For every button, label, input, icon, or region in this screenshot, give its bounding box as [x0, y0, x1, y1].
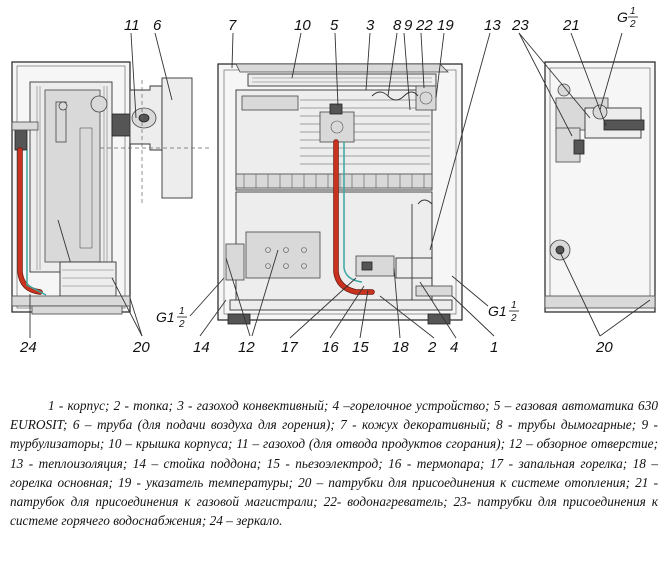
- callout-12: 12: [238, 339, 255, 356]
- thread-label-top-right: G 1 2: [617, 6, 638, 30]
- callout-22: 22: [415, 17, 433, 34]
- thread-g-top-num: 1: [630, 6, 636, 17]
- callout-18: 18: [392, 339, 409, 356]
- right-back-view: [544, 61, 656, 313]
- callout-10: 10: [294, 17, 311, 34]
- callout-numbers: 11 6 7 10 5 3 8 9 22 19 13 23 21 24 20 1…: [19, 17, 613, 356]
- thread-g-left: G1: [156, 309, 175, 325]
- thread-g-left-den: 2: [178, 319, 185, 330]
- callout-11: 11: [124, 17, 140, 34]
- thread-g-right-den: 2: [510, 313, 517, 324]
- legend-text: 1 - корпус; 2 - топка; 3 - газоход конве…: [10, 398, 658, 529]
- callout-19: 19: [437, 17, 454, 34]
- callout-4: 4: [450, 339, 458, 356]
- callout-3: 3: [366, 17, 375, 34]
- thread-g-right-num: 1: [511, 300, 517, 311]
- callout-5: 5: [330, 17, 339, 34]
- legend: 1 - корпус; 2 - топка; 3 - газоход конве…: [10, 396, 658, 530]
- callout-13: 13: [484, 17, 501, 34]
- callout-24: 24: [19, 339, 37, 356]
- callout-9: 9: [404, 17, 413, 34]
- thread-label-center-right: G1 1 2: [451, 275, 519, 324]
- callout-2: 2: [427, 339, 437, 356]
- callout-1: 1: [490, 339, 498, 356]
- callout-17: 17: [281, 339, 298, 356]
- thread-g-top: G: [617, 9, 628, 25]
- callout-7: 7: [228, 17, 237, 34]
- leader-lines: [29, 32, 651, 339]
- boiler-diagram: 11 6 7 10 5 3 8 9 22 19 13 23 21 24 20 1…: [11, 6, 656, 356]
- thread-label-center-left: G1 1 2: [156, 277, 225, 330]
- callout-21: 21: [562, 17, 580, 34]
- callout-20-right: 20: [595, 339, 613, 356]
- thread-g-top-den: 2: [629, 19, 636, 30]
- callout-8: 8: [393, 17, 402, 34]
- center-front-view: [217, 63, 463, 325]
- thread-g-left-num: 1: [179, 306, 185, 317]
- callout-15: 15: [352, 339, 369, 356]
- callout-23: 23: [511, 17, 529, 34]
- left-side-view: [11, 61, 210, 315]
- callout-6: 6: [153, 17, 162, 34]
- callout-14: 14: [193, 339, 210, 356]
- callout-16: 16: [322, 339, 339, 356]
- callout-20-left: 20: [132, 339, 150, 356]
- thread-g-right: G1: [488, 303, 507, 319]
